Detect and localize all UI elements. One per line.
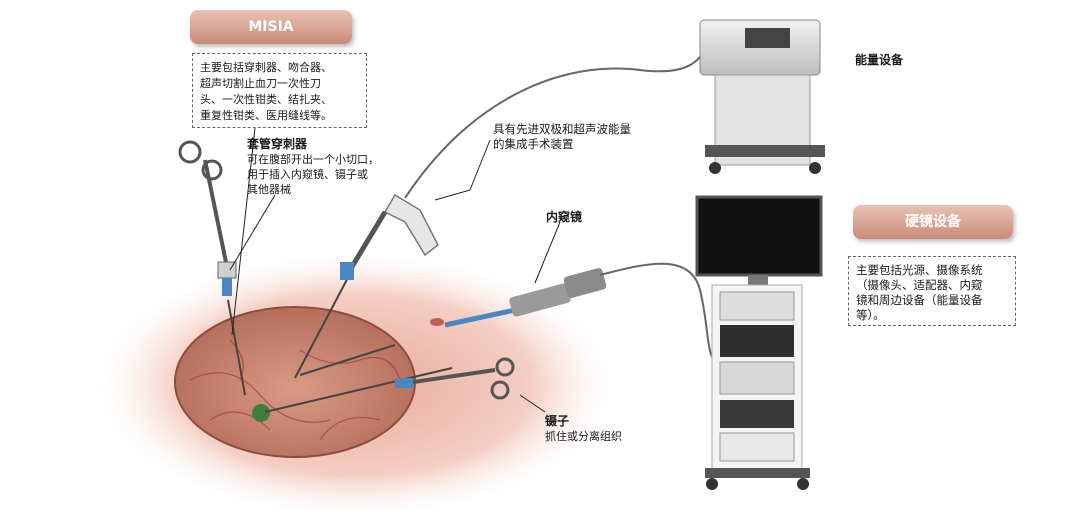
forceps-title: 镊子 — [545, 414, 570, 428]
inner-instruments — [227, 269, 453, 413]
trocar-title: 套管穿刺器 — [247, 137, 308, 151]
endoscope-illustration — [444, 262, 721, 366]
endoscope-label: 内窥镜 — [546, 210, 583, 224]
trocar-illustration — [178, 140, 237, 296]
energy-device-label: 能量设备 — [855, 53, 904, 67]
energy-cable — [404, 27, 721, 199]
energy-device-cart — [699, 19, 825, 174]
endoscope-tower — [695, 195, 823, 490]
leader-lines — [229, 127, 561, 413]
blood-vessels — [189, 339, 401, 441]
misia-description: 主要包括穿刺器、吻合器、 超声切割止血刀一次性刀 头、一次性钳类、结扎夹、 重复… — [192, 53, 367, 128]
rigid-scope-badge: 硬镜设备 — [853, 205, 1013, 239]
abdominal-cavity — [174, 306, 416, 458]
misia-badge: MISIA — [190, 10, 352, 44]
energy-handpiece-illustration — [340, 193, 439, 280]
trocar-description: 可在腹部开出一个小切口， 用于插入内窥镜、镊子或 其他器械 — [247, 153, 379, 196]
gallbladder — [252, 404, 270, 422]
energy-handpiece-description: 具有先进双极和超声波能量 的集成手术装置 — [493, 122, 631, 151]
forceps-description: 抓住或分离组织 — [545, 430, 622, 443]
rigid-scope-description: 主要包括光源、摄像系统 （摄像头、适配器、内窥 镜和周边设备（能量设备 等）。 — [848, 256, 1016, 326]
forceps-illustration — [395, 357, 515, 400]
incision — [430, 318, 444, 326]
